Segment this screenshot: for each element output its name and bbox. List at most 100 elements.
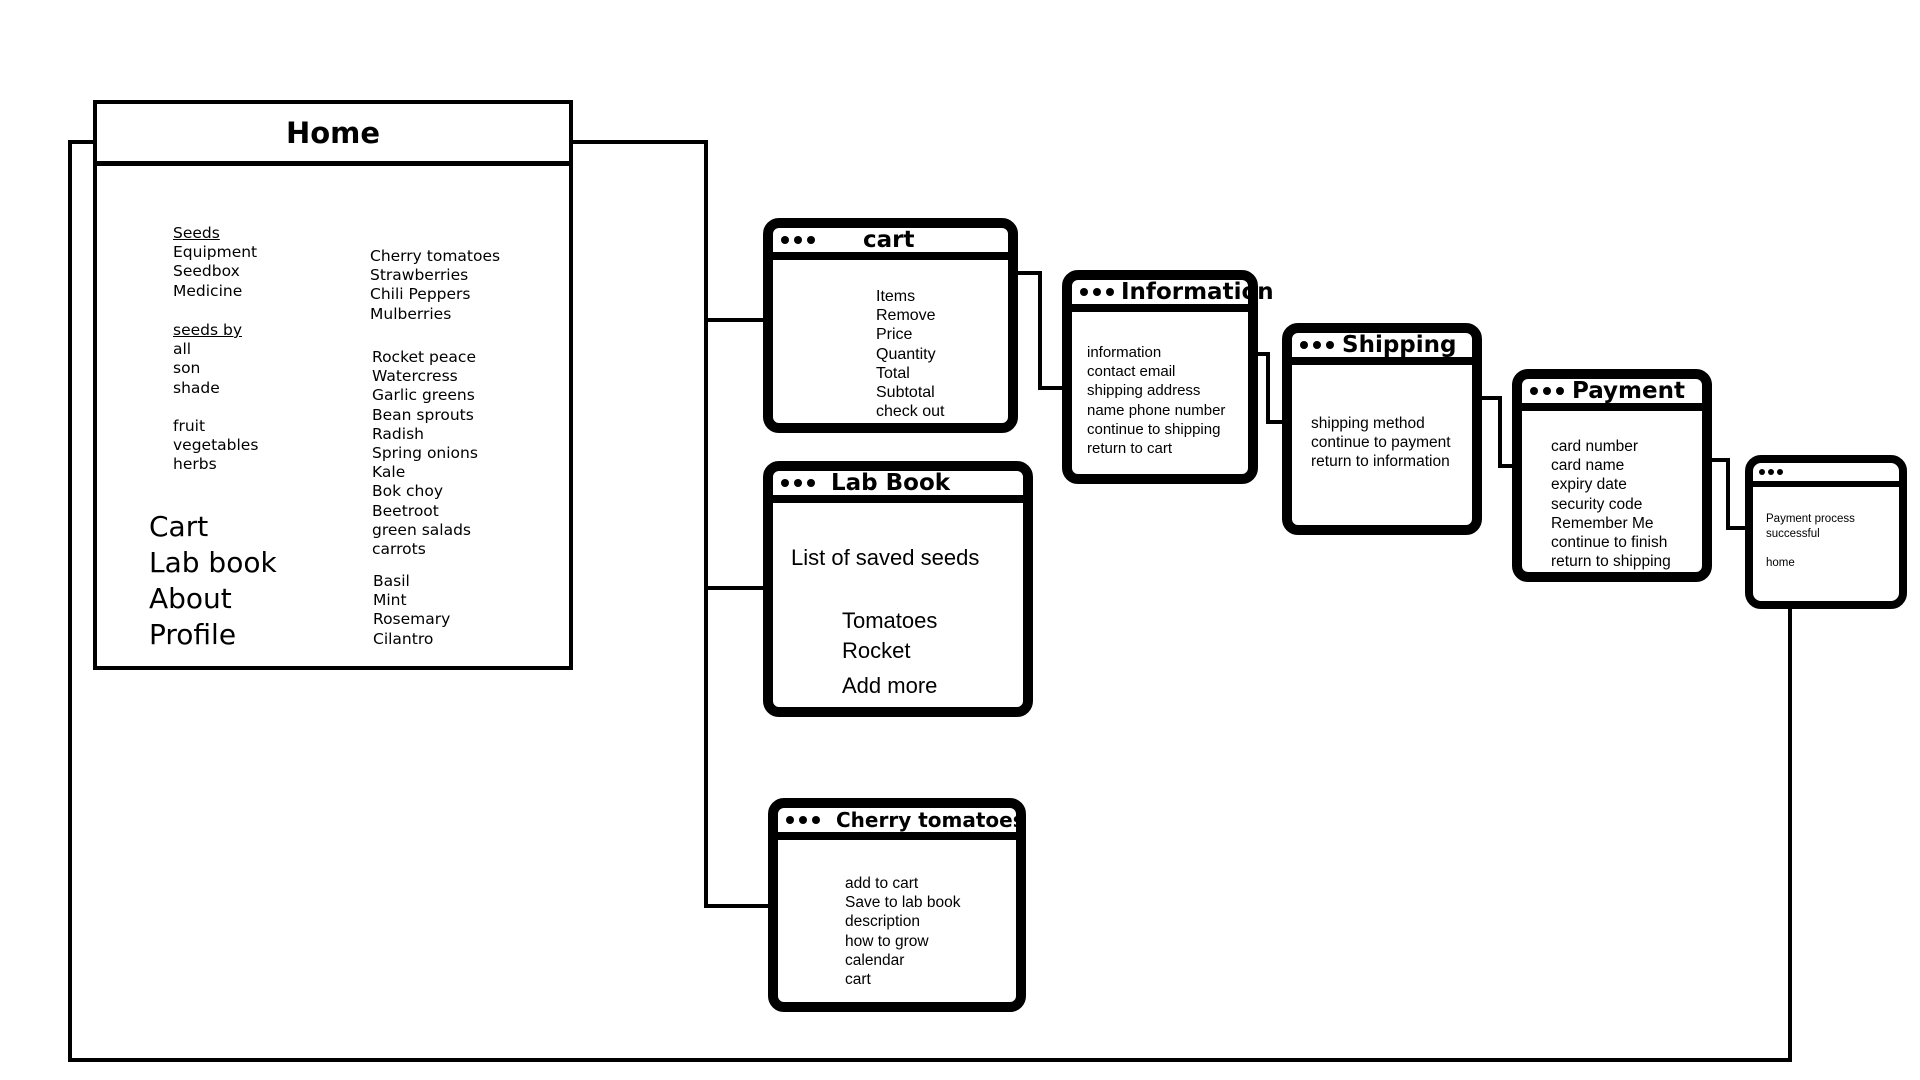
fruit-item[interactable]: Chili Peppers: [370, 285, 471, 304]
cherry-tomatoes-window: Cherry tomatoes add to cart Save to lab …: [768, 798, 1026, 1012]
return-to-information-link[interactable]: return to information: [1311, 453, 1450, 471]
herb-item[interactable]: Mint: [373, 591, 407, 610]
shipping-method-field[interactable]: shipping method: [1311, 415, 1425, 432]
success-message: successful: [1766, 527, 1820, 540]
category-fruit[interactable]: fruit: [173, 417, 206, 435]
herb-item[interactable]: Cilantro: [373, 629, 434, 648]
vegetable-item[interactable]: Kale: [372, 463, 406, 482]
menu-item-equipment[interactable]: Equipment: [173, 243, 258, 262]
card-number-field[interactable]: card number: [1551, 438, 1639, 455]
return-to-shipping-link[interactable]: return to shipping: [1551, 553, 1671, 571]
how-to-grow-link[interactable]: how to grow: [845, 932, 929, 950]
calendar-link[interactable]: calendar: [845, 951, 905, 969]
cart-remove-button[interactable]: Remove: [876, 307, 936, 325]
add-to-cart-button[interactable]: add to cart: [845, 875, 919, 892]
vegetable-list: Rocket peace Watercress Garlic greens Be…: [372, 348, 478, 559]
nav-cart[interactable]: Cart: [149, 510, 209, 543]
home-link[interactable]: home: [1766, 556, 1795, 569]
information-to-shipping-line: [1256, 352, 1289, 424]
window-dots-icon: [781, 236, 815, 244]
herb-item[interactable]: Rosemary: [373, 610, 451, 629]
cart-checkout-button[interactable]: check out: [876, 403, 945, 421]
information-window: Information information contact email sh…: [1062, 270, 1274, 484]
cart-subtotal-label: Subtotal: [876, 383, 935, 401]
contact-email-field[interactable]: contact email: [1087, 363, 1176, 381]
cart-titlebar: cart: [773, 228, 1008, 252]
menu-item-seeds[interactable]: Seeds: [173, 224, 220, 242]
category-herbs[interactable]: herbs: [173, 455, 217, 474]
vegetable-item[interactable]: Bok choy: [372, 482, 444, 501]
cart-link[interactable]: cart: [845, 970, 871, 988]
saved-seed-item[interactable]: Rocket: [842, 638, 911, 663]
payment-to-success-line: [1710, 458, 1748, 530]
filter-all[interactable]: all: [173, 340, 192, 359]
vegetable-item[interactable]: Rocket peace: [372, 348, 476, 366]
success-window: Payment process successful home: [1745, 455, 1907, 609]
information-titlebar: Information: [1072, 280, 1274, 304]
cart-content: Items Remove Price Quantity Total Subtot…: [876, 287, 944, 421]
cart-price-label: Price: [876, 326, 913, 344]
payment-titlebar: Payment: [1522, 379, 1702, 403]
home-menu-seeds-by: seeds by all son shade: [173, 321, 242, 398]
expiry-date-field[interactable]: expiry date: [1551, 476, 1627, 494]
window-dots-icon: [1530, 387, 1564, 395]
menu-item-seedbox[interactable]: Seedbox: [173, 262, 240, 281]
fruit-item[interactable]: Mulberries: [370, 304, 452, 323]
home-main-nav: Cart Lab book About Profile: [149, 509, 277, 653]
vegetable-item[interactable]: Watercress: [372, 367, 458, 386]
labbook-titlebar: Lab Book: [773, 471, 1023, 495]
window-dots-icon: [781, 479, 815, 487]
success-titlebar: [1753, 463, 1899, 481]
vegetable-item[interactable]: Bean sprouts: [372, 405, 474, 424]
description-link[interactable]: description: [845, 913, 920, 931]
labbook-title: Lab Book: [831, 470, 951, 496]
filter-seeds-by[interactable]: seeds by: [173, 321, 243, 339]
continue-to-shipping-button[interactable]: continue to shipping: [1087, 420, 1221, 438]
payment-content: card number card name expiry date securi…: [1551, 437, 1671, 571]
cart-quantity-field[interactable]: Quantity: [876, 345, 936, 363]
herb-item[interactable]: Basil: [373, 572, 410, 590]
vegetable-item[interactable]: Beetroot: [372, 501, 439, 520]
saved-seed-item[interactable]: Tomatoes: [842, 608, 938, 633]
cart-window: cart Items Remove Price Quantity Total S…: [763, 218, 1018, 433]
remember-me-checkbox[interactable]: Remember Me: [1551, 514, 1654, 532]
cherry-tomatoes-title: Cherry tomatoes: [836, 808, 1025, 832]
save-to-labbook-button[interactable]: Save to lab book: [845, 894, 961, 912]
fruit-item[interactable]: Strawberries: [370, 266, 469, 285]
info-heading: information: [1087, 344, 1162, 361]
cherry-tomatoes-content: add to cart Save to lab book description…: [845, 874, 960, 989]
continue-to-finish-button[interactable]: continue to finish: [1551, 533, 1668, 551]
vegetable-item[interactable]: green salads: [372, 520, 471, 539]
labbook-window: Lab Book List of saved seeds Tomatoes Ro…: [763, 461, 1033, 717]
nav-lab-book[interactable]: Lab book: [149, 546, 277, 579]
success-message: Payment process: [1766, 513, 1855, 525]
labbook-heading: List of saved seeds: [791, 545, 980, 570]
window-dots-icon: [786, 816, 820, 824]
filter-shade[interactable]: shade: [173, 378, 220, 397]
vegetable-item[interactable]: Radish: [372, 424, 424, 443]
home-title: Home: [97, 104, 569, 166]
shipping-address-field[interactable]: shipping address: [1087, 382, 1201, 400]
nav-about[interactable]: About: [149, 582, 232, 615]
filter-son[interactable]: son: [173, 359, 201, 378]
fruit-list: Cherry tomatoes Strawberries Chili Peppe…: [370, 247, 500, 324]
return-to-cart-link[interactable]: return to cart: [1087, 439, 1173, 457]
window-dots-icon: [1080, 288, 1114, 296]
fruit-item[interactable]: Cherry tomatoes: [370, 247, 501, 265]
category-vegetables[interactable]: vegetables: [173, 436, 259, 455]
vegetable-item[interactable]: Spring onions: [372, 443, 478, 462]
add-more-button[interactable]: Add more: [842, 673, 938, 698]
card-name-field[interactable]: card name: [1551, 457, 1625, 475]
nav-profile[interactable]: Profile: [149, 618, 237, 651]
menu-item-medicine[interactable]: Medicine: [173, 281, 243, 300]
information-title: Information: [1121, 279, 1274, 305]
payment-title: Payment: [1572, 378, 1685, 404]
return-home-line: [68, 140, 1792, 1062]
security-code-field[interactable]: security code: [1551, 495, 1643, 513]
vegetable-item[interactable]: carrots: [372, 539, 426, 558]
home-screen: Home: [93, 100, 573, 670]
continue-to-payment-button[interactable]: continue to payment: [1311, 434, 1451, 452]
vegetable-item[interactable]: Garlic greens: [372, 386, 475, 405]
herb-list: Basil Mint Rosemary Cilantro: [373, 572, 450, 649]
name-phone-field[interactable]: name phone number: [1087, 401, 1226, 419]
